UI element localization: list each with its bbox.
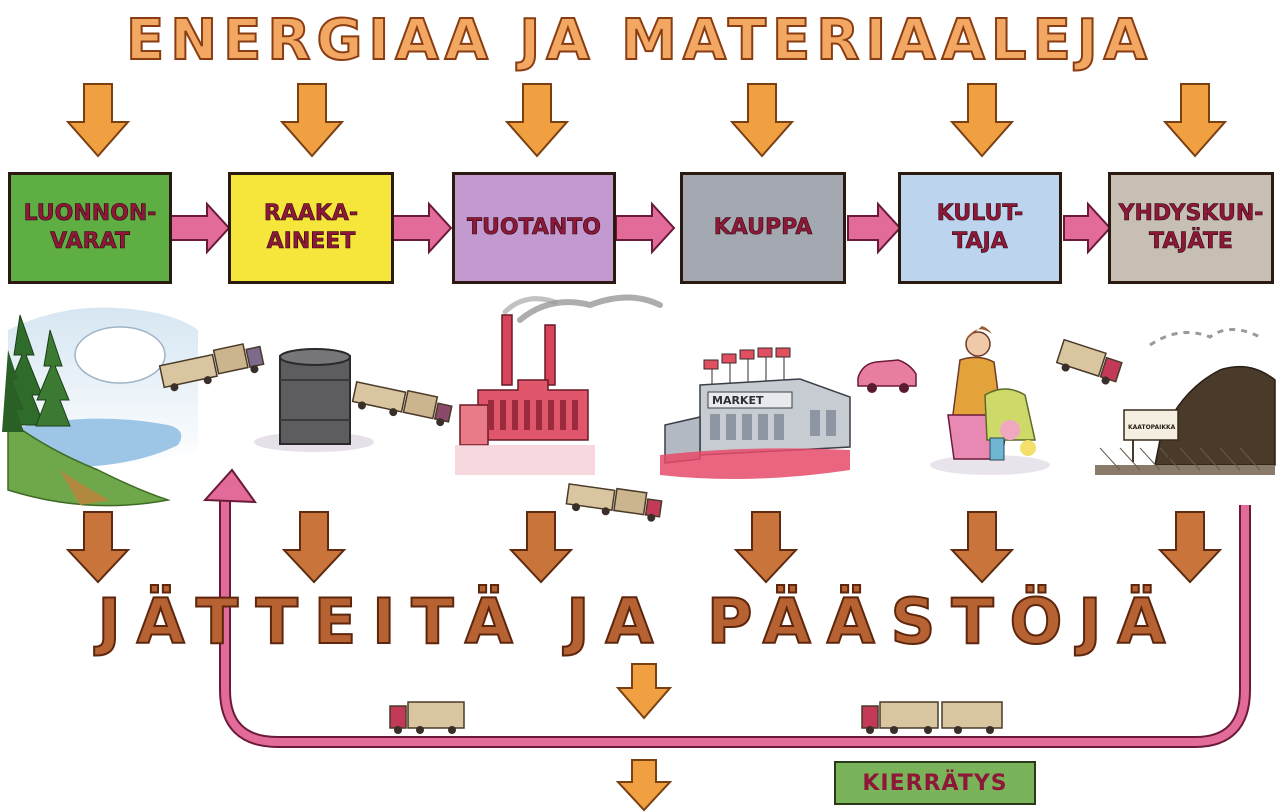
output-arrow-5 [949,511,1015,584]
landfill-scene: KAATOPAIKKA [1095,328,1276,475]
truck-2 [351,380,453,427]
input-arrow-4 [729,83,795,158]
output-arrow-center-1 [615,663,673,720]
stage-label: LUONNON- VARAT [23,201,157,255]
stage-raw-materials: RAAKA- AINEET [228,172,394,284]
output-arrow-center-2 [615,759,673,812]
output-arrow-1 [65,511,131,584]
stage-label: YHDYSKUN- TAJÄTE [1118,201,1264,255]
car [857,359,917,393]
raw-material-drum [254,348,374,452]
input-arrow-5 [949,83,1015,158]
recycling-label: KIERRÄTYS [834,761,1036,805]
input-arrow-6 [1162,83,1228,158]
stage-consumer: KULUT- TAJA [898,172,1062,284]
factory-scene [455,294,663,475]
recycling-loop [202,468,1251,748]
output-arrows [65,511,1223,812]
market-sign: MARKET [712,394,764,407]
forest-lake-scene [2,307,198,507]
energy-materials-title: ENERGIAA JA MATERIAALEJA [125,7,1154,74]
input-arrow-3 [504,83,570,158]
stage-label: TUOTANTO [466,215,602,241]
flow-arrow-4 [847,201,902,255]
flow-arrows [170,201,1112,255]
truck-4 [1055,338,1123,385]
recycling-truck-1 [389,701,465,734]
waste-emissions-title: JÄTTEITÄ JA PÄÄSTÖJÄ [97,584,1182,659]
stage-municipal-waste: YHDYSKUN- TAJÄTE [1108,172,1274,284]
input-arrow-1 [65,83,131,158]
stage-natural-resources: LUONNON- VARAT [8,172,172,284]
consumer-scene [930,326,1050,475]
stage-label: KULUT- TAJA [936,201,1024,255]
input-arrows [65,83,1228,158]
recycling-truck-2 [861,701,1003,734]
market-scene: MARKET [660,347,851,479]
recycling-arrowhead [202,468,258,504]
stage-commerce: KAUPPA [680,172,846,284]
output-arrow-6 [1157,511,1223,584]
input-arrow-2 [279,83,345,158]
stage-label: KAUPPA [713,215,813,241]
landfill-sign: KAATOPAIKKA [1128,424,1176,431]
truck-3 [565,483,663,522]
flow-arrow-2 [392,201,453,255]
output-arrow-2 [281,511,347,584]
truck-1 [158,343,265,392]
stage-production: TUOTANTO [452,172,616,284]
output-arrow-3 [508,511,574,584]
flow-arrow-3 [615,201,676,255]
flow-arrow-1 [170,201,231,255]
flow-arrow-5 [1063,201,1112,255]
output-arrow-4 [733,511,799,584]
stage-label: RAAKA- AINEET [263,201,359,255]
